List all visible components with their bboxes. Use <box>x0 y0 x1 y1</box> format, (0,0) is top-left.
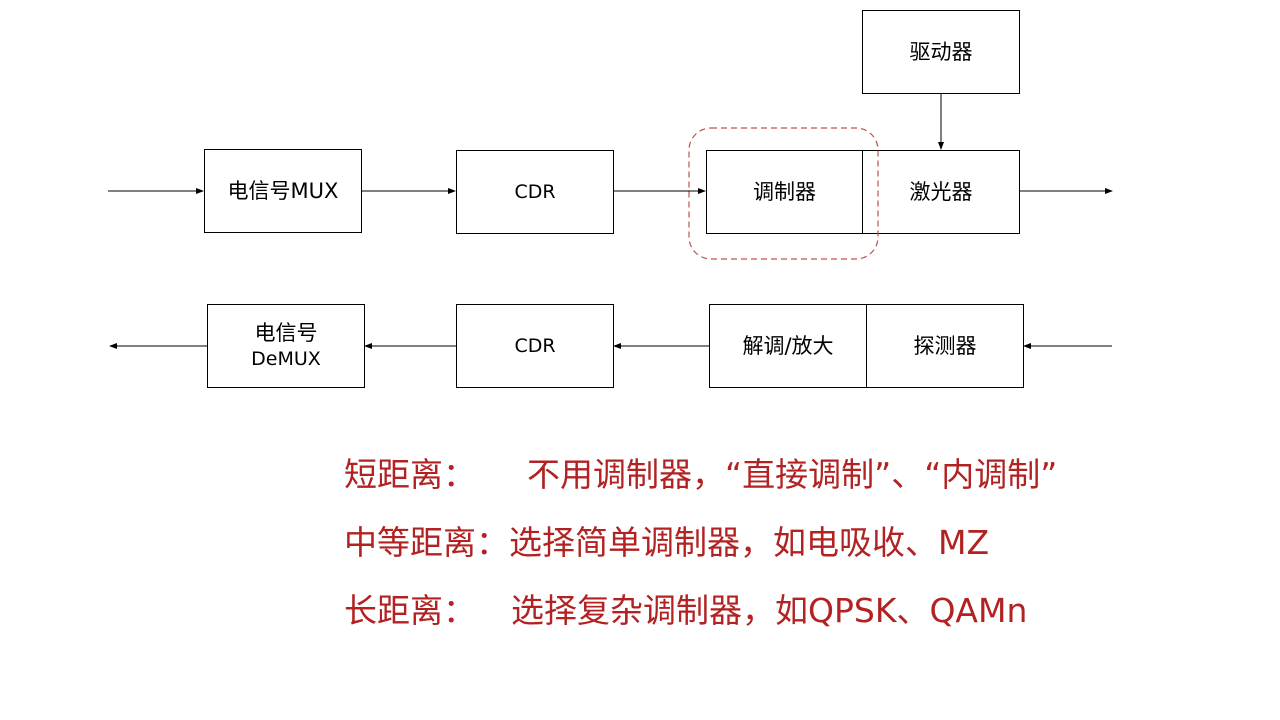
rx-cdr-label: CDR <box>514 335 556 357</box>
note-long-head: 长距离： <box>344 591 476 630</box>
demux-label-line2: DeMUX <box>251 348 321 370</box>
demodulator-amplifier-block: 解调/放大 <box>709 304 867 388</box>
driver-label: 驱动器 <box>909 40 973 64</box>
note-long-distance: 长距离： 选择复杂调制器，如QPSK、QAMn <box>344 594 1027 627</box>
detector-label: 探测器 <box>913 334 977 358</box>
detector-block: 探测器 <box>866 304 1024 388</box>
note-short-body: 不用调制器，“直接调制”、“内调制” <box>527 455 1058 494</box>
note-medium-head: 中等距离： <box>344 523 509 562</box>
note-medium-body: 选择简单调制器，如电吸收、MZ <box>509 523 990 562</box>
demux-label-line1: 电信号 <box>254 321 318 345</box>
demodulator-amplifier-label: 解调/放大 <box>742 334 834 358</box>
rx-cdr-block: CDR <box>456 304 614 388</box>
mux-block: 电信号MUX <box>204 149 362 233</box>
laser-label: 激光器 <box>909 180 973 204</box>
modulator-block: 调制器 <box>706 150 863 234</box>
laser-block: 激光器 <box>862 150 1020 234</box>
tx-cdr-label: CDR <box>514 181 556 203</box>
note-long-body: 选择复杂调制器，如QPSK、QAMn <box>511 591 1028 630</box>
note-medium-distance: 中等距离：选择简单调制器，如电吸收、MZ <box>344 526 989 559</box>
mux-label: 电信号MUX <box>227 179 339 203</box>
driver-block: 驱动器 <box>862 10 1020 94</box>
modulator-label: 调制器 <box>753 180 816 204</box>
demux-block: 电信号 DeMUX <box>207 304 365 388</box>
note-short-distance: 短距离： 不用调制器，“直接调制”、“内调制” <box>344 458 1057 491</box>
note-short-head: 短距离： <box>344 455 476 494</box>
tx-cdr-block: CDR <box>456 150 614 234</box>
